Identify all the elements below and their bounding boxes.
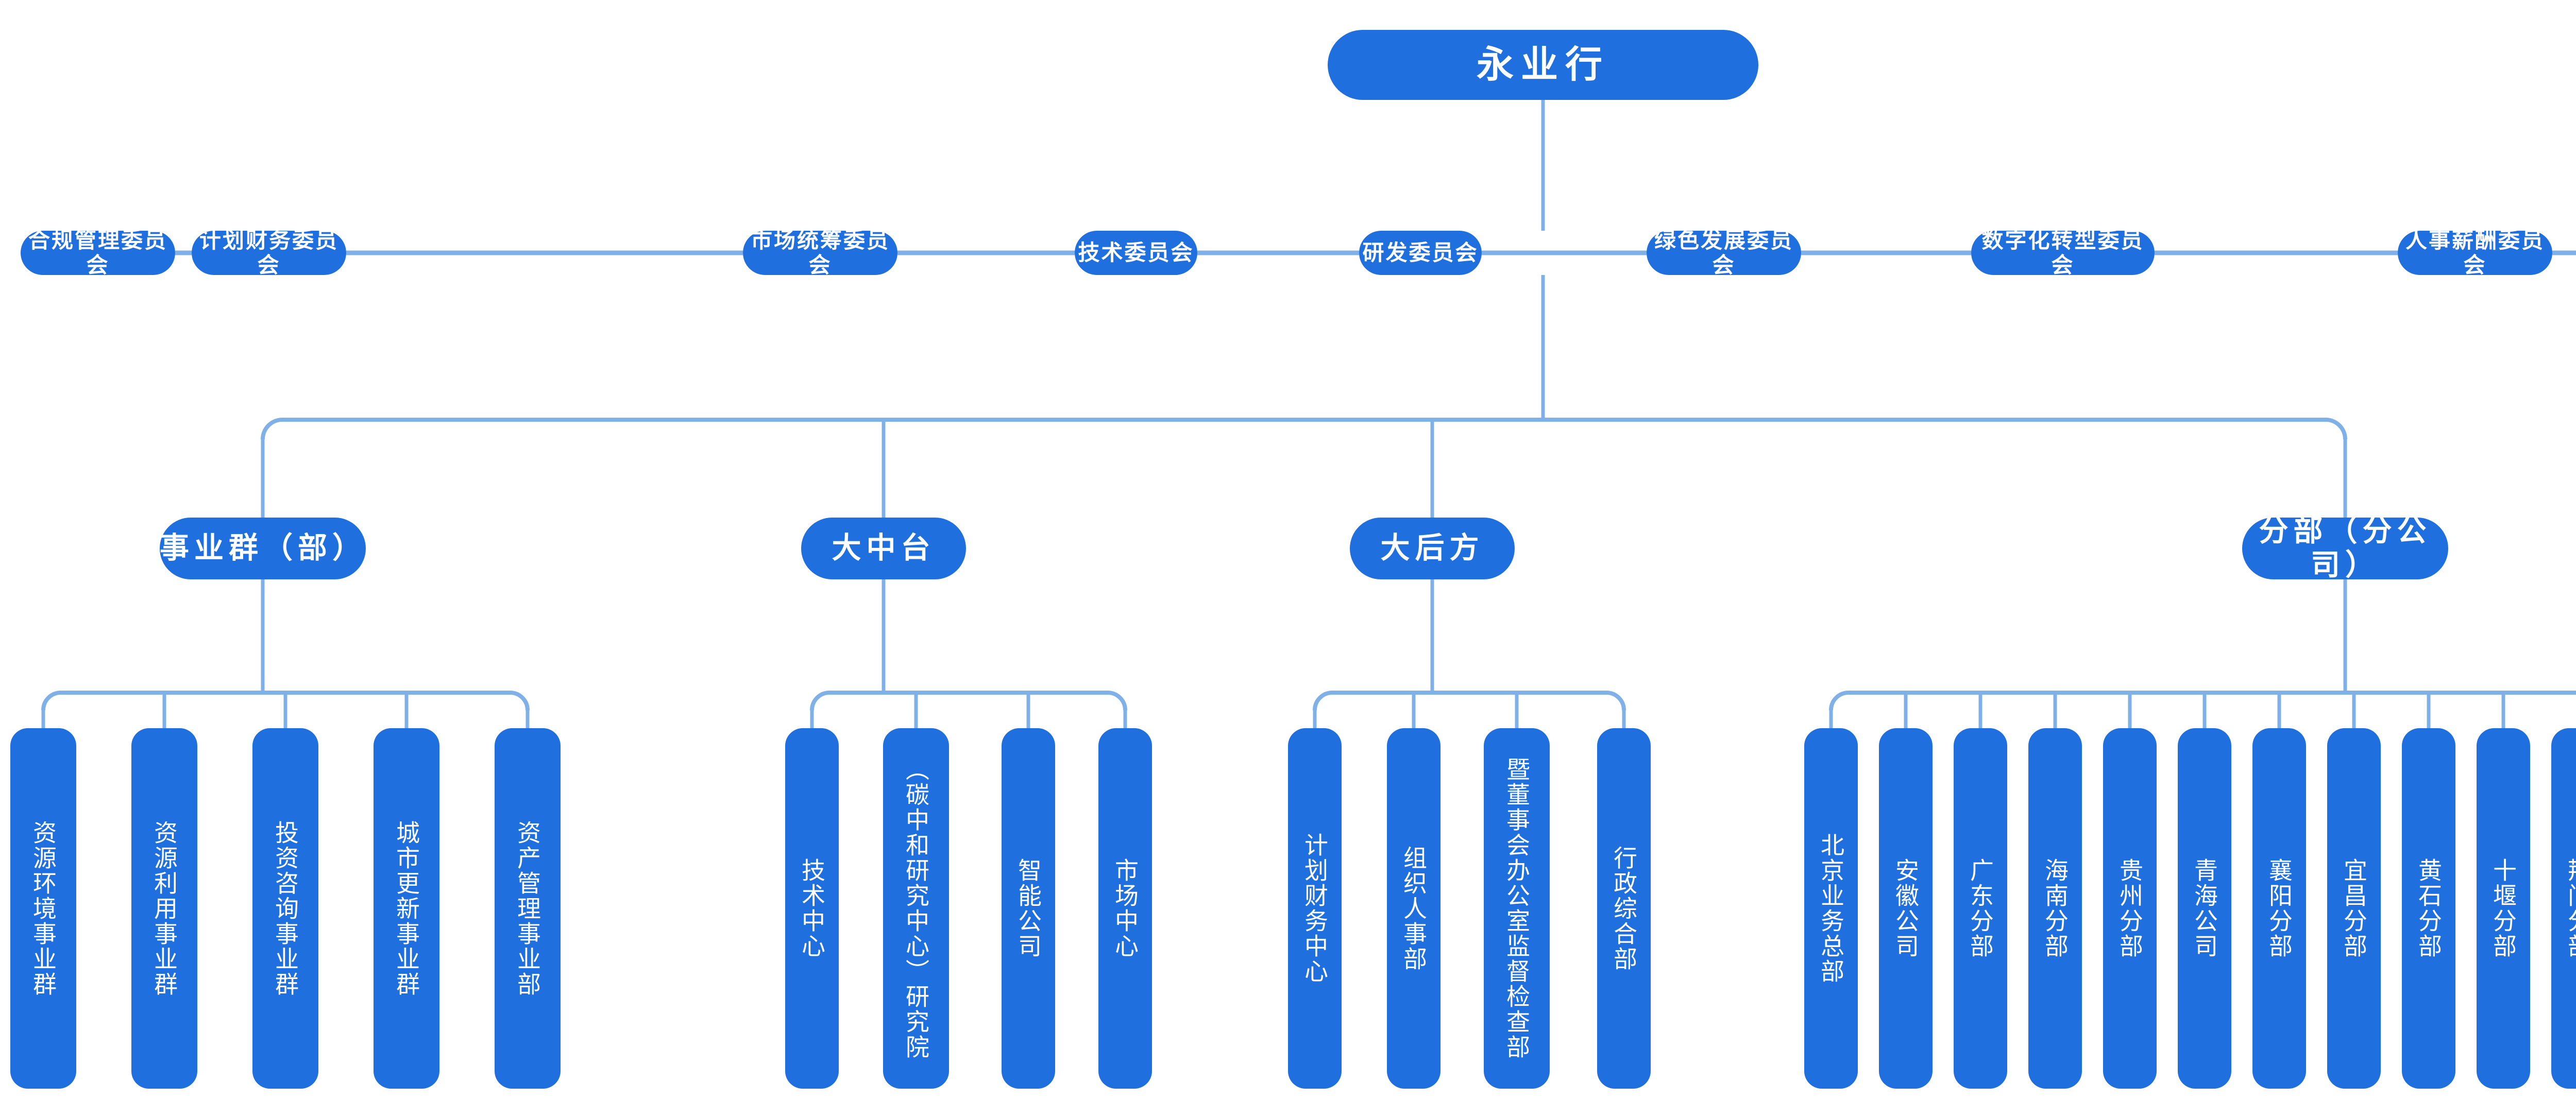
leaf-label: 青海公司 [2191,858,2218,959]
leaf-node[interactable]: 智能公司 [1002,728,1055,1089]
group-header-4[interactable]: 分部（分公司） [2242,514,2448,581]
leaf-node[interactable]: 荆门分部 [2551,728,2576,1089]
leaf-label-group: 暨董事会办公室监督检查部 [1501,757,1533,1060]
leaf-label: 技术中心 [799,858,826,959]
leaf-label: 城市更新事业群 [393,820,420,997]
committee-label: 数字化转型委员会 [1981,228,2144,277]
leaf-node[interactable]: 资源利用事业群 [131,728,197,1089]
leaf-node[interactable]: 计划财务中心 [1288,728,1342,1089]
leaf-label-group: （碳中和研究中心）研究院 [900,757,932,1060]
group-label: 大中台 [832,531,936,565]
leaf-label: 资源利用事业群 [151,820,178,997]
root-label: 永业行 [1476,44,1609,85]
leaf-node[interactable]: 组织人事部 [1387,728,1440,1089]
leaf-node[interactable]: 资源环境事业群 [10,728,76,1089]
leaf-label: 海南分部 [2042,858,2069,959]
leaf-label: 监督检查部 [1503,934,1531,1060]
leaf-node[interactable]: 北京业务总部 [1804,728,1858,1089]
leaf-label: 计划财务中心 [1301,833,1329,984]
committee-6[interactable]: 绿色发展委员会 [1647,228,1801,277]
group-label: 分部（分公司） [2259,514,2432,581]
leaf-label: 宜昌分部 [2341,858,2368,959]
leaf-label: 黄石分部 [2415,858,2443,959]
leaf-label: 北京业务总部 [1818,833,1845,984]
leaf-node[interactable]: 市场中心 [1098,728,1152,1089]
leaf-node[interactable]: 投资咨询事业群 [252,728,318,1089]
leaf-label-secondary: 暨董事会办公室 [1503,757,1531,934]
committee-7[interactable]: 数字化转型委员会 [1971,228,2155,277]
leaf-node[interactable]: 安徽公司 [1879,728,1933,1089]
committee-4[interactable]: 技术委员会 [1075,231,1197,275]
committee-8[interactable]: 人事薪酬委员会 [2398,228,2552,277]
leaf-node[interactable]: 黄石分部 [2402,728,2455,1089]
committee-1[interactable]: 合规管理委员会 [21,228,175,277]
committee-5[interactable]: 研发委员会 [1359,231,1482,275]
leaf-label: 组织人事部 [1400,845,1428,972]
leaf-node[interactable]: 行政综合部 [1597,728,1651,1089]
leaf-label: 行政综合部 [1611,845,1638,972]
leaf-label: 资产管理事业部 [514,820,541,997]
root-node[interactable]: 永业行 [1328,30,1758,100]
leaf-node[interactable]: 宜昌分部 [2327,728,2381,1089]
leaf-label: 资源环境事业群 [30,820,57,997]
leaf-node[interactable]: （碳中和研究中心）研究院 [883,728,949,1089]
committee-label: 技术委员会 [1078,240,1194,265]
leaf-label: 贵州分部 [2116,858,2144,959]
leaf-label: 襄阳分部 [2266,858,2293,959]
committee-2[interactable]: 计划财务委员会 [192,228,346,277]
leaf-node[interactable]: 海南分部 [2028,728,2082,1089]
leaf-node[interactable]: 暨董事会办公室监督检查部 [1484,728,1550,1089]
leaf-label: 市场中心 [1112,858,1139,959]
leaf-node[interactable]: 青海公司 [2178,728,2231,1089]
leaf-node[interactable]: 资产管理事业部 [495,728,561,1089]
leaf-label: 广东分部 [1967,858,1994,959]
group-header-3[interactable]: 大后方 [1350,518,1515,579]
leaf-node[interactable]: 十堰分部 [2477,728,2530,1089]
leaf-node[interactable]: 城市更新事业群 [374,728,439,1089]
leaf-label-secondary: （碳中和研究中心） [903,757,930,984]
committee-label: 合规管理委员会 [28,228,167,277]
leaf-node[interactable]: 广东分部 [1954,728,2007,1089]
leaf-node[interactable]: 襄阳分部 [2252,728,2306,1089]
group-label: 大后方 [1380,531,1484,565]
leaf-label: 安徽公司 [1892,858,1920,959]
group-label: 事业群（部） [160,531,367,565]
committee-label: 市场统筹委员会 [750,228,890,277]
leaf-node[interactable]: 技术中心 [785,728,839,1089]
leaf-node[interactable]: 贵州分部 [2103,728,2157,1089]
committee-label: 绿色发展委员会 [1654,228,1793,277]
leaf-label: 研究院 [903,984,930,1060]
committee-label: 研发委员会 [1362,240,1479,265]
leaf-label: 智能公司 [1015,858,1042,959]
committee-label: 计划财务委员会 [199,228,338,277]
group-header-1[interactable]: 事业群（部） [160,518,366,579]
committee-label: 人事薪酬委员会 [2405,228,2545,277]
group-header-2[interactable]: 大中台 [801,518,966,579]
leaf-label: 十堰分部 [2490,858,2517,959]
leaf-label: 投资咨询事业群 [272,820,299,997]
leaf-label: 荆门分部 [2565,858,2576,959]
committee-3[interactable]: 市场统筹委员会 [743,228,897,277]
